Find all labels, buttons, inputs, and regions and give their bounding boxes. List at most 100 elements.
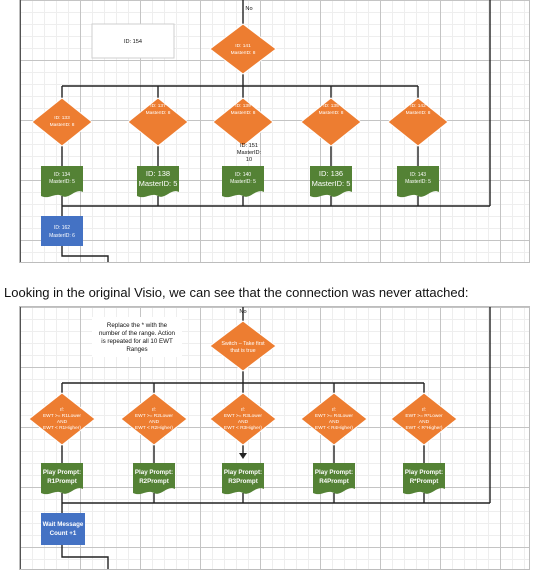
decision-1-line-2: MasterID: 8 [50,122,75,128]
wait-box-top[interactable]: ID: 162 MasterID: 6 [41,216,83,246]
decision-5[interactable]: ID: 142 MasterID: 8 [387,97,449,147]
prompt-4-line-2: MasterID: 5 [312,179,351,188]
play-prompt-3[interactable]: Play Prompt: R3Prompt [222,463,264,495]
top-decision-line-2: MasterID: 8 [231,50,256,56]
play-prompt-1-shape [41,463,83,495]
diagram-svg-bottom: No Replace the * with the number of the … [20,307,491,569]
prompt-5-line-2: MasterID: 5 [405,179,431,185]
range-decision-4-line-3: AND [329,419,340,425]
prompt-2-line-2: MasterID: 5 [139,179,178,188]
switch-line-2: that is true [230,348,255,354]
range-decision-1[interactable]: If: EWT >= R1Lower AND EWT < R1Higher) [28,392,96,446]
play-prompt-4-line-1: Play Prompt: [315,469,353,476]
range-decision-2-line-2: EWT >= R2Lower [135,413,173,419]
prompt-5[interactable]: ID: 143 MasterID: 5 [397,166,439,198]
wait-message-rect [41,513,85,545]
top-decision-diamond [209,23,277,75]
play-prompt-3-shape [222,463,264,495]
range-decision-4-line-1: If: [332,407,336,413]
connector-wait-exit [61,246,109,262]
play-prompt-2[interactable]: Play Prompt: R2Prompt [133,463,175,495]
connector-wait-exit [61,545,109,569]
prompt-1-shape [41,166,83,198]
decision-4-line-2: MasterID: 8 [319,110,344,116]
play-prompt-1-line-1: Play Prompt: [43,469,81,476]
prompt-1-line-2: MasterID: 5 [49,179,75,185]
diagram-canvas-bottom: No Replace the * with the number of the … [19,306,530,570]
wait-message-box[interactable]: Wait Message Count +1 [41,513,85,545]
decision-2-diamond [127,97,189,147]
range-decision-5-line-4: EWT < R*Higher) [405,425,442,431]
decision-5-diamond [387,97,449,147]
decision-2-line-1: ID: 137 [150,103,166,109]
range-decision-5-line-2: EWT >= R*Lower [405,413,443,419]
play-prompt-2-shape [133,463,175,495]
prompt-3-line-1: ID: 140 [235,172,251,178]
top-decision-line-1: ID: 141 [235,43,251,49]
note-line-1: Replace the * with the [107,322,168,329]
top-decision[interactable]: ID: 141 MasterID: 8 [209,23,277,75]
prompt-4[interactable]: ID: 136 MasterID: 5 [310,166,352,198]
play-prompt-5-shape [403,463,445,495]
play-prompt-4-shape [313,463,355,495]
prompt-4-line-1: ID: 136 [319,169,343,178]
range-decision-3[interactable]: If: EWT >= R3Lower AND EWT < R3Higher) [209,392,277,446]
note-line-2: number of the range. Action [99,330,176,337]
switch-decision[interactable]: Switch – Take first that is true [209,320,277,372]
range-decision-5-line-3: AND [419,419,430,425]
range-decision-1-line-4: EWT < R1Higher) [43,425,81,431]
prompt-2-shape [137,166,179,198]
range-decision-1-line-3: AND [57,419,68,425]
diagram-svg-top: No ID: 154 ID: 141 MasterID: 8 ID: 133 M… [20,0,491,262]
decision-4-line-1: ID: 135 [323,103,339,109]
range-decision-2-line-1: If: [152,407,156,413]
decision-4[interactable]: ID: 135 MasterID: 8 [300,97,362,147]
no-label: No [239,309,246,315]
play-prompt-4[interactable]: Play Prompt: R4Prompt [313,463,355,495]
diagram-canvas-top: No ID: 154 ID: 141 MasterID: 8 ID: 133 M… [19,0,530,263]
note-box-rect [92,317,182,357]
note-line-3: is repeated for all 10 EWT [101,338,173,345]
wait-message-line-1: Wait Message [43,521,84,528]
play-prompt-5-line-1: Play Prompt: [405,469,443,476]
decision-3-line-2: MasterID: 8 [231,110,256,116]
prompt-3-shape [222,166,264,198]
range-decision-3-line-3: AND [238,419,249,425]
range-decision-1-line-2: EWT >= R1Lower [43,413,81,419]
prompt-1[interactable]: ID: 134 MasterID: 5 [41,166,83,198]
wait-line-2: MasterID: 6 [49,233,75,239]
play-prompt-1[interactable]: Play Prompt: R1Prompt [41,463,83,495]
decision-4-diamond [300,97,362,147]
switch-line-1: Switch – Take first [221,341,265,347]
range-decision-5-line-1: If: [422,407,426,413]
decision-2-line-2: MasterID: 8 [146,110,171,116]
range-decision-4-line-4: EWT < R4Higher) [315,425,353,431]
play-prompt-3-line-2: R3Prompt [228,478,258,485]
no-label: No [245,6,252,12]
wait-message-line-2: Count +1 [50,530,77,537]
decision-3[interactable]: ID: 139 MasterID: 8 [212,97,274,147]
floating-label-line-2: MasterID: [237,150,262,156]
prompt-5-shape [397,166,439,198]
range-decision-1-diamond [28,392,96,446]
range-decision-4-diamond [300,392,368,446]
play-prompt-5[interactable]: Play Prompt: R*Prompt [403,463,445,495]
range-decision-2[interactable]: If: EWT >= R2Lower AND EWT < R2Higher) [120,392,188,446]
range-decision-3-line-2: EWT >= R3Lower [224,413,262,419]
range-decision-4[interactable]: If: EWT >= R4Lower AND EWT < R4Higher) [300,392,368,446]
prompt-2[interactable]: ID: 138 MasterID: 5 [137,166,179,198]
range-decision-5[interactable]: If: EWT >= R*Lower AND EWT < R*Higher) [390,392,458,446]
switch-decision-diamond [209,320,277,372]
prompt-3[interactable]: ID: 140 MasterID: 5 [222,166,264,198]
decision-1[interactable]: ID: 133 MasterID: 8 [31,97,93,147]
range-decision-4-line-2: EWT >= R4Lower [315,413,353,419]
decision-2[interactable]: ID: 137 MasterID: 8 [127,97,189,147]
decision-1-line-1: ID: 133 [54,115,70,121]
decision-3-diamond [212,97,274,147]
range-decision-2-diamond [120,392,188,446]
play-prompt-4-line-2: R4Prompt [319,478,349,485]
range-decision-3-line-1: If: [241,407,245,413]
floating-label-line-3: 10 [246,157,252,163]
wait-box-rect [41,216,83,246]
note-text: ID: 154 [124,39,142,45]
